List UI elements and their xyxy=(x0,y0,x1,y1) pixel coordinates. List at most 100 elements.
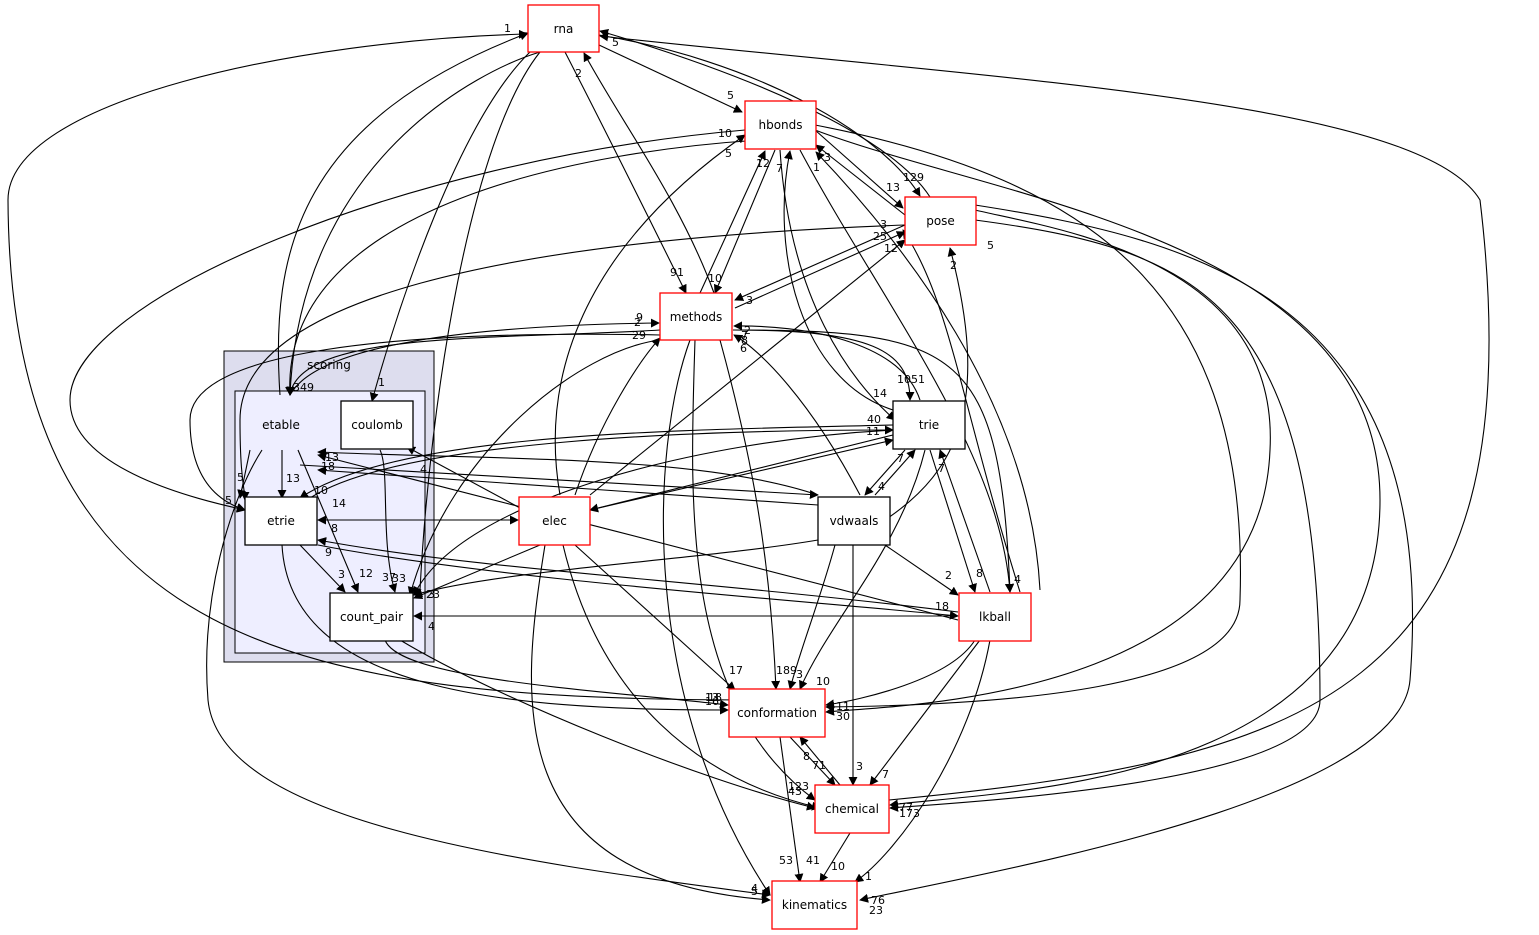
node-vdwaals[interactable]: vdwaals xyxy=(817,496,891,546)
edge xyxy=(789,736,836,786)
edge xyxy=(599,28,931,198)
edge-label: 17 xyxy=(729,664,743,677)
edge-label: 123 xyxy=(788,780,809,793)
edge xyxy=(309,425,894,499)
edge-label: 5 xyxy=(237,471,244,484)
edge xyxy=(854,639,991,883)
edge-label: 77 xyxy=(899,801,913,814)
node-etable[interactable]: etable xyxy=(262,418,300,432)
edge xyxy=(815,144,906,216)
edge-label: 23 xyxy=(869,904,883,917)
edge-label: 16 xyxy=(705,695,719,708)
edge-label: 25 xyxy=(873,230,887,243)
edge xyxy=(413,429,894,596)
edge xyxy=(277,31,529,396)
edge-label: 8 xyxy=(976,567,983,580)
edge xyxy=(662,339,771,896)
edge-label: 6 xyxy=(740,342,747,355)
edge-label: 29 xyxy=(632,329,646,342)
node-kinematics-label: kinematics xyxy=(782,898,847,912)
edge-label: 5 xyxy=(751,885,758,898)
edge xyxy=(732,329,1015,593)
edge-label: 1 xyxy=(813,161,820,174)
edge-label: 7 xyxy=(882,768,889,781)
edge-label: 13 xyxy=(886,181,900,194)
edge xyxy=(7,29,761,701)
edge-label: 8 xyxy=(331,522,338,535)
node-trie-label: trie xyxy=(919,418,939,432)
edge-label: 30 xyxy=(836,710,850,723)
edge xyxy=(589,239,906,496)
edge xyxy=(317,447,819,496)
node-chemical-label: chemical xyxy=(825,802,879,816)
edge xyxy=(814,129,1381,809)
edge-label: 13 xyxy=(705,691,719,704)
node-etrie[interactable]: etrie xyxy=(244,496,318,546)
edge xyxy=(598,34,921,197)
edge-label: 40 xyxy=(867,413,881,426)
edge xyxy=(189,333,661,512)
edge-label: 10 xyxy=(816,675,830,688)
edge xyxy=(317,544,959,620)
edge-label: 18 xyxy=(935,600,949,613)
edge xyxy=(874,449,916,496)
node-pose-box xyxy=(904,196,977,246)
node-coulomb-label: coulomb xyxy=(351,418,403,432)
node-trie[interactable]: trie xyxy=(892,400,966,450)
edge xyxy=(799,736,841,786)
edge xyxy=(589,434,894,513)
node-hbonds[interactable]: hbonds xyxy=(744,100,817,150)
edge xyxy=(825,639,976,709)
node-count-pair[interactable]: count_pair xyxy=(329,592,414,642)
node-vdwaals-label: vdwaals xyxy=(830,514,879,528)
edge-label: 18 xyxy=(321,460,335,473)
node-etable-label: etable xyxy=(262,418,300,432)
edge xyxy=(783,150,894,411)
edge-label: 5 xyxy=(987,239,994,252)
edge-label: 2 xyxy=(575,67,582,80)
edge-label: 173 xyxy=(899,807,920,820)
edge xyxy=(699,150,766,294)
edge-label: 3 xyxy=(428,588,435,601)
edge xyxy=(864,449,906,496)
edge-label: 7 xyxy=(938,462,945,475)
edge xyxy=(299,544,346,593)
edge xyxy=(69,129,746,513)
edge xyxy=(598,44,743,113)
node-hbonds-box xyxy=(744,100,817,150)
node-lkball[interactable]: lkball xyxy=(958,592,1032,642)
edge-label: 1 xyxy=(378,376,385,389)
edge xyxy=(787,544,836,690)
edge xyxy=(713,149,776,294)
edge xyxy=(733,321,921,401)
node-kinematics[interactable]: kinematics xyxy=(771,880,858,930)
edge xyxy=(574,544,736,691)
edge-label: 3 xyxy=(746,294,753,307)
node-methods[interactable]: methods xyxy=(659,292,733,341)
node-pose[interactable]: pose xyxy=(904,196,977,246)
node-chemical[interactable]: chemical xyxy=(814,784,890,834)
node-conformation[interactable]: conformation xyxy=(728,688,826,738)
node-lkball-box xyxy=(958,592,1032,642)
node-rna[interactable]: rna xyxy=(527,4,600,53)
edge-label: 129 xyxy=(903,171,924,184)
edge xyxy=(406,446,521,509)
edge-label: 4 xyxy=(751,882,758,895)
edge-label: 4 xyxy=(428,620,435,633)
edge-label: 33 xyxy=(392,572,406,585)
edge-label: 1051 xyxy=(897,373,925,386)
node-chemical-box xyxy=(814,784,890,834)
edge-label: 14 xyxy=(873,387,887,400)
edge-label: 5 xyxy=(612,36,619,49)
edge xyxy=(719,339,781,690)
node-hbonds-label: hbonds xyxy=(758,118,802,132)
edge-label: 3 xyxy=(796,668,803,681)
edge xyxy=(239,224,906,501)
edge xyxy=(779,736,804,883)
edge xyxy=(562,544,821,811)
edge-label: 2 xyxy=(945,569,952,582)
node-methods-box xyxy=(659,292,733,341)
node-coulomb[interactable]: coulomb xyxy=(340,400,414,450)
edge-label: 7 xyxy=(897,452,904,465)
node-elec[interactable]: elec xyxy=(518,496,591,546)
